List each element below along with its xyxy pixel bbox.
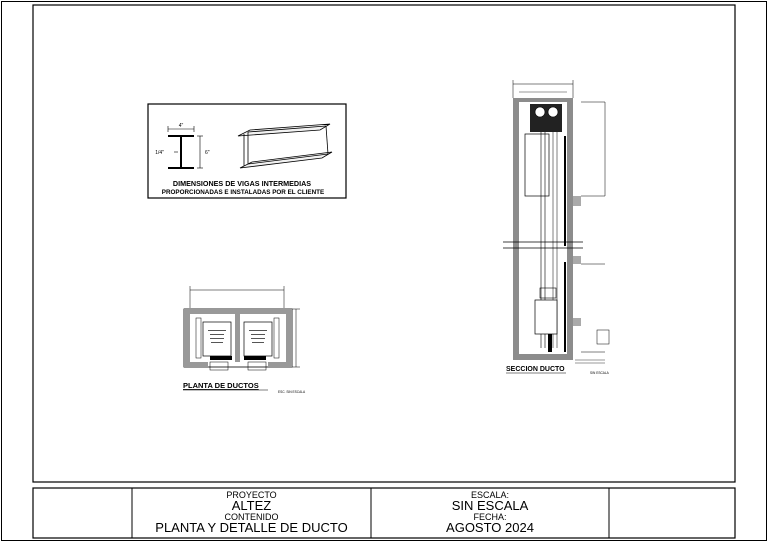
beam-dim-left: 1/4"	[155, 150, 164, 156]
scale-value: SIN ESCALA	[451, 498, 529, 513]
content-label: CONTENIDO	[224, 512, 279, 522]
beam-detail-title-2: PROPORCIONADAS E INSTALADAS POR EL CLIEN…	[162, 189, 324, 196]
cabin-upper	[524, 133, 550, 197]
date-value: AGOSTO 2024	[446, 520, 534, 535]
content-value: PLANTA Y DETALLE DE DUCTO	[155, 520, 348, 535]
project-value: ALTEZ	[231, 498, 272, 513]
date-label: FECHA:	[473, 512, 507, 522]
beam-detail: 4" 1/4" 6" DIMENSIONES DE VIGAS INTERMED…	[147, 103, 347, 199]
title-block	[32, 487, 736, 539]
drawing-frame	[32, 4, 736, 483]
section-of-duct: SECCION DUCTO SIN ESCALA	[503, 80, 610, 375]
i-beam-section-icon	[167, 126, 203, 169]
plan-scale-note: ESC. SIN ESCALA	[278, 390, 306, 394]
beam-dim-top: 4"	[179, 123, 184, 129]
machine-icon	[530, 104, 562, 132]
section-title: SECCION DUCTO	[506, 366, 565, 373]
beam-detail-title-1: DIMENSIONES DE VIGAS INTERMEDIAS	[173, 179, 311, 188]
project-label: PROYECTO	[226, 490, 277, 500]
section-scale-note: SIN ESCALA	[590, 371, 610, 375]
plan-of-ducts: PLANTA DE DUCTOS ESC. SIN ESCALA	[183, 286, 306, 394]
cabin-lower	[534, 299, 558, 335]
beam-dim-right: 6"	[205, 150, 210, 156]
i-beam-isometric-icon	[237, 123, 333, 169]
plan-title: PLANTA DE DUCTOS	[183, 381, 259, 390]
scale-label: ESCALA:	[470, 490, 510, 500]
